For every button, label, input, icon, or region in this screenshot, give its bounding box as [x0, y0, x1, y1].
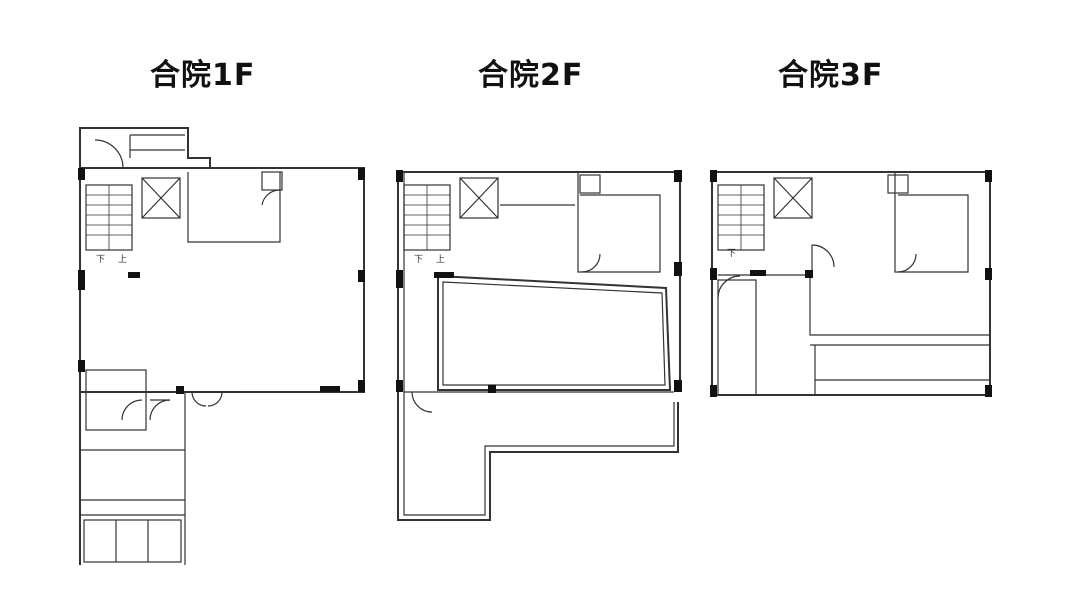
floor2-plan: 下 上: [396, 170, 682, 521]
floor1-up-label: 上: [118, 254, 127, 265]
floor2-title: 合院2F: [478, 58, 584, 93]
floor2-up-label: 上: [436, 254, 445, 265]
floor1-plan: 下 上: [78, 127, 365, 565]
floor3-down-label: 下: [727, 249, 736, 259]
floor1-title: 合院1F: [150, 58, 256, 93]
floor2-down-label: 下: [414, 255, 423, 265]
floor1-down-label: 下: [96, 255, 105, 265]
floor3-title: 合院3F: [778, 58, 884, 93]
floor3-plan: 下: [710, 170, 992, 397]
